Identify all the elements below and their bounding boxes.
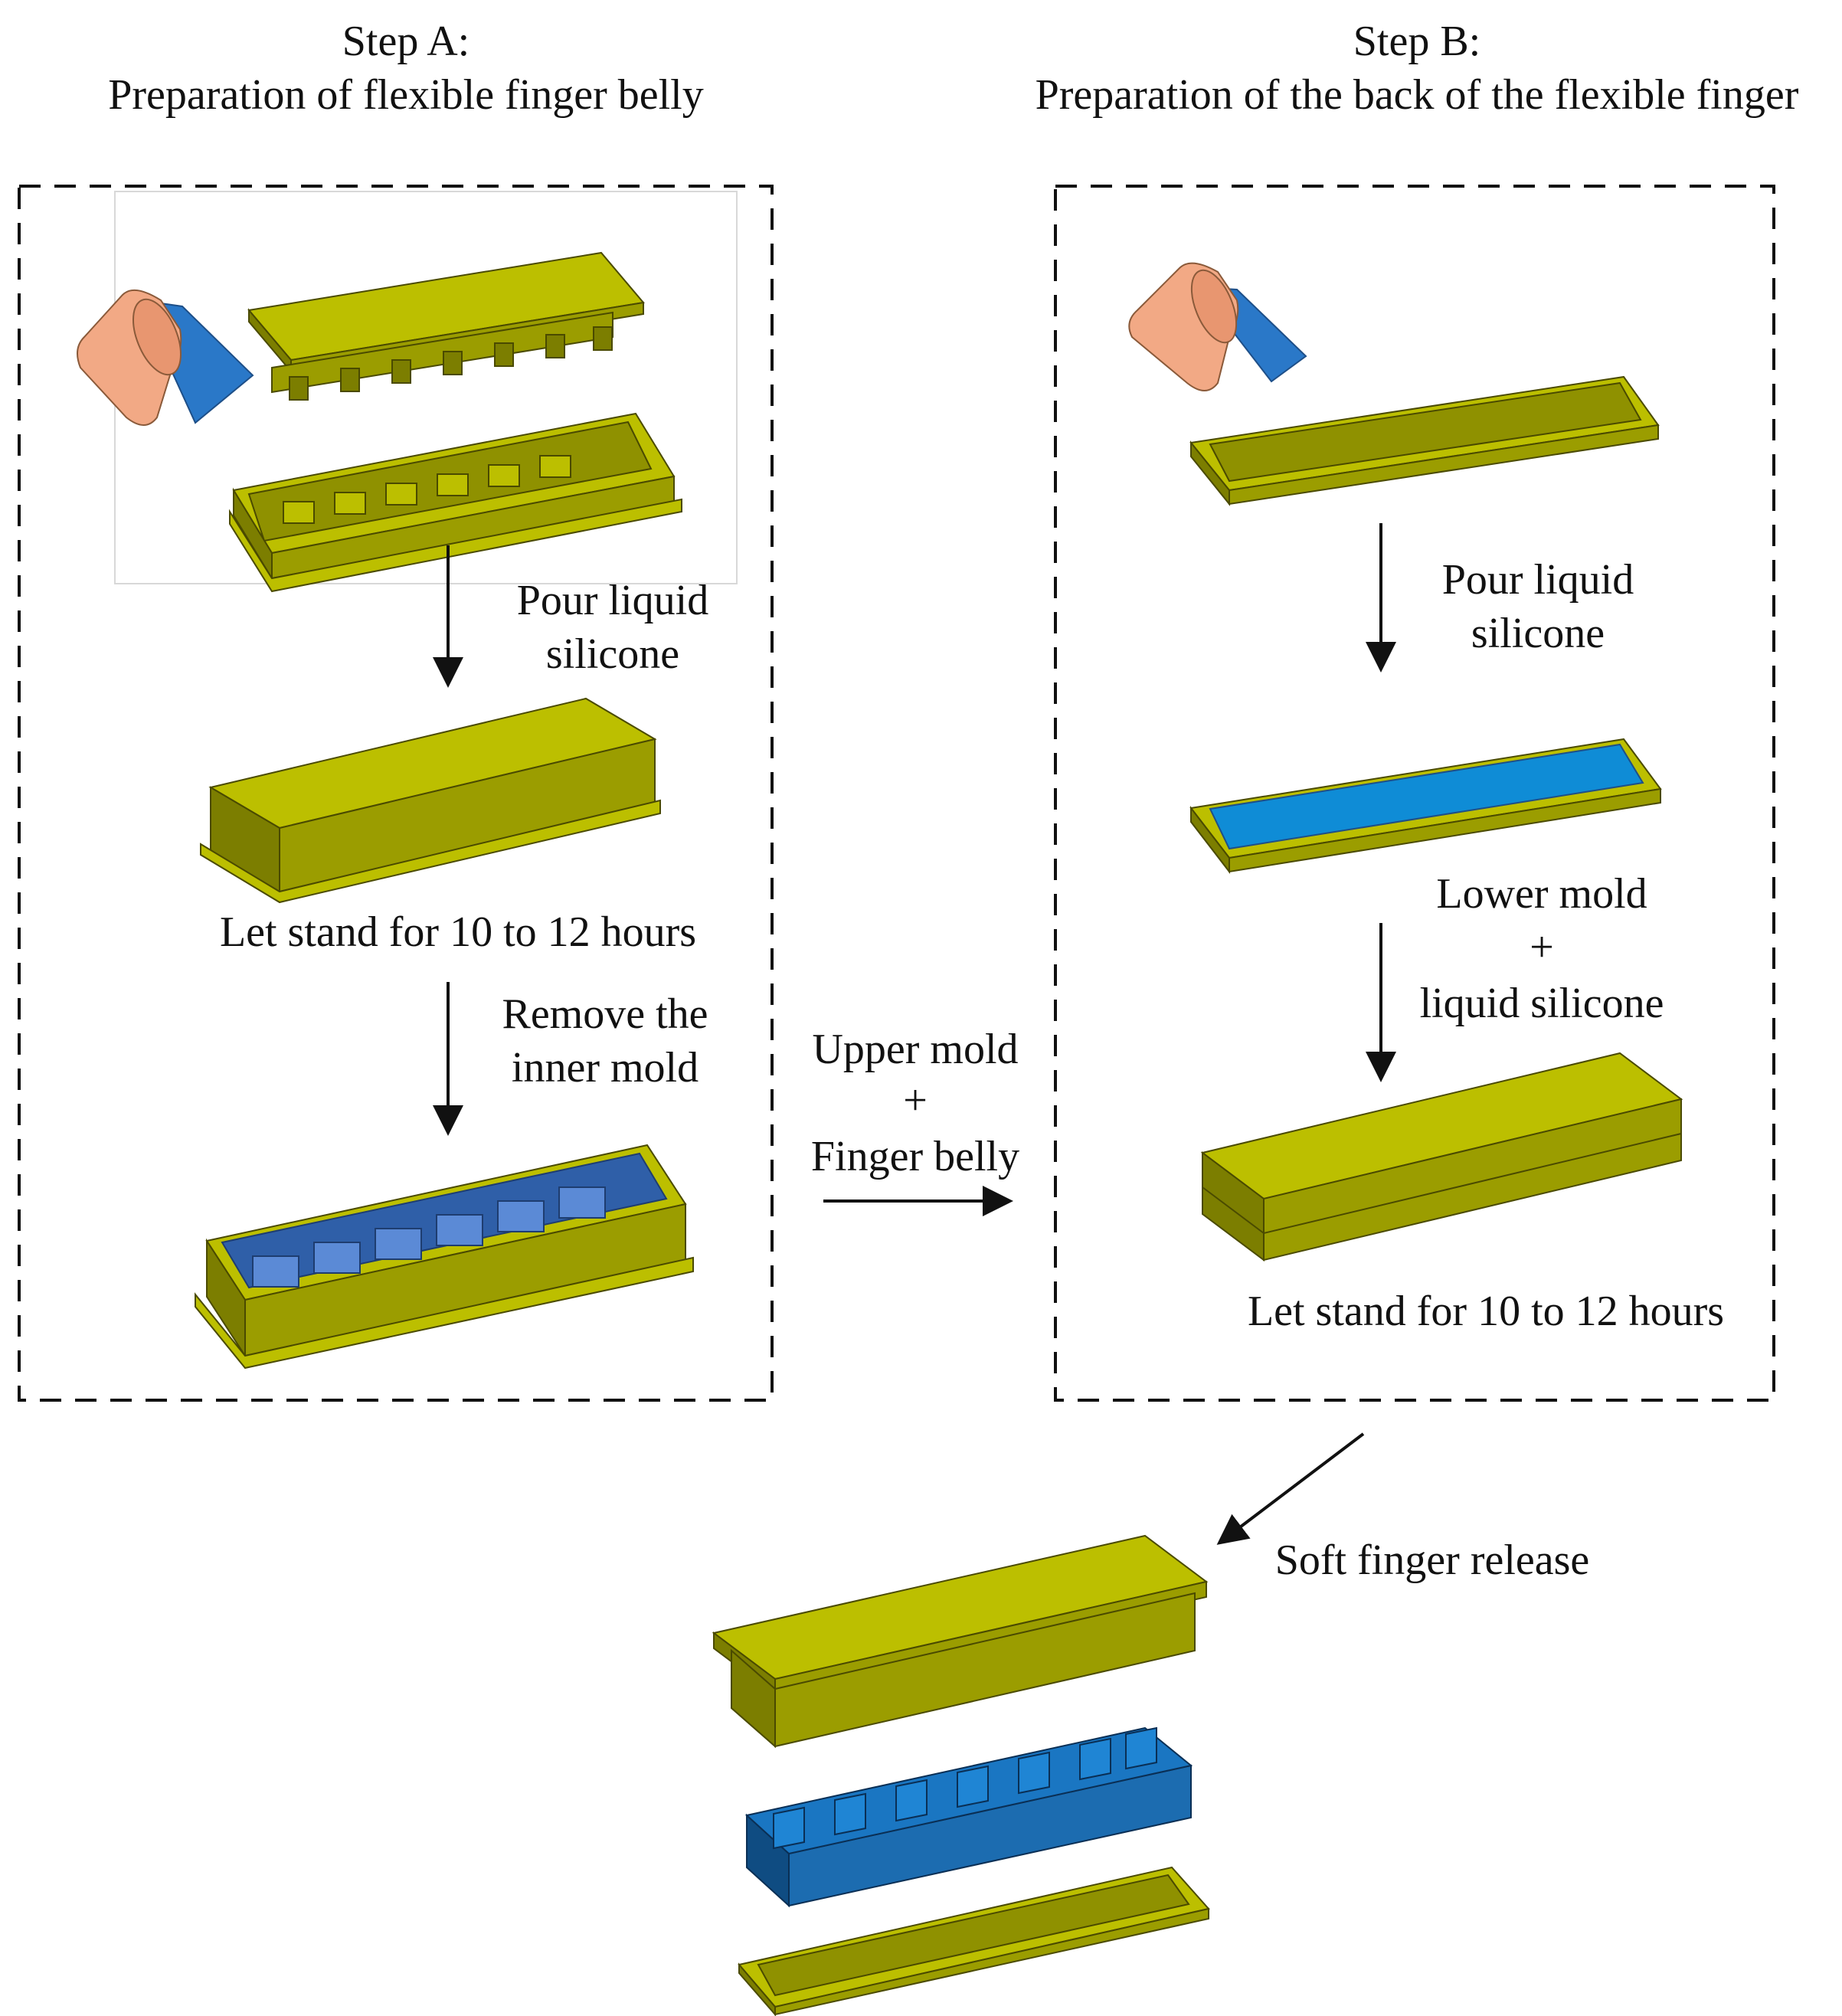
transfer-label-line2: + <box>903 1077 928 1124</box>
pour-label-b-line1: Pour liquid <box>1442 556 1634 604</box>
pouring-cup-b <box>1128 262 1307 391</box>
step-a-title: Step A: <box>342 18 469 65</box>
closed-mold-a <box>200 697 661 904</box>
step-b-subtitle: Preparation of the back of the flexible … <box>1036 71 1799 119</box>
step-a-subtitle: Preparation of flexible finger belly <box>108 71 704 119</box>
pour-label-b-line2: silicone <box>1471 610 1605 657</box>
transfer-label-line1: Upper mold <box>812 1026 1018 1073</box>
cup-rim <box>133 298 182 376</box>
pouring-cup-a <box>77 289 254 426</box>
stand-label-b: Let stand for 10 to 12 hours <box>1248 1288 1724 1335</box>
combine-label-line2: + <box>1530 924 1554 971</box>
remove-label-line2: inner mold <box>512 1044 699 1091</box>
combine-label-line1: Lower mold <box>1436 870 1647 918</box>
step-b-panel <box>1054 185 1775 1402</box>
stand-label-a: Let stand for 10 to 12 hours <box>220 908 696 956</box>
lower-mold-tray <box>1189 375 1660 506</box>
lower-mold-released <box>738 1866 1210 2016</box>
cup-rim-b <box>1190 269 1238 344</box>
inner-mold-comb <box>247 251 645 401</box>
combine-label-line3: liquid silicone <box>1420 980 1664 1027</box>
step-a-panel <box>18 185 774 1402</box>
remove-label-line1: Remove the <box>502 990 708 1038</box>
arrow-release <box>1216 1432 1365 1545</box>
step-b-title: Step B: <box>1353 18 1480 65</box>
transfer-label-line3: Finger belly <box>811 1133 1019 1180</box>
pour-label-a-line1: Pour liquid <box>517 577 708 624</box>
outer-mold-with-inserts <box>229 412 682 593</box>
pour-label-a-line2: silicone <box>546 630 679 678</box>
mold-with-finger-belly <box>195 1144 694 1370</box>
release-label: Soft finger release <box>1275 1537 1589 1584</box>
tray-with-silicone <box>1189 738 1662 874</box>
soft-finger <box>744 1726 1193 1908</box>
upper-mold-released <box>712 1534 1209 1749</box>
closed-mold-b <box>1200 1052 1683 1262</box>
